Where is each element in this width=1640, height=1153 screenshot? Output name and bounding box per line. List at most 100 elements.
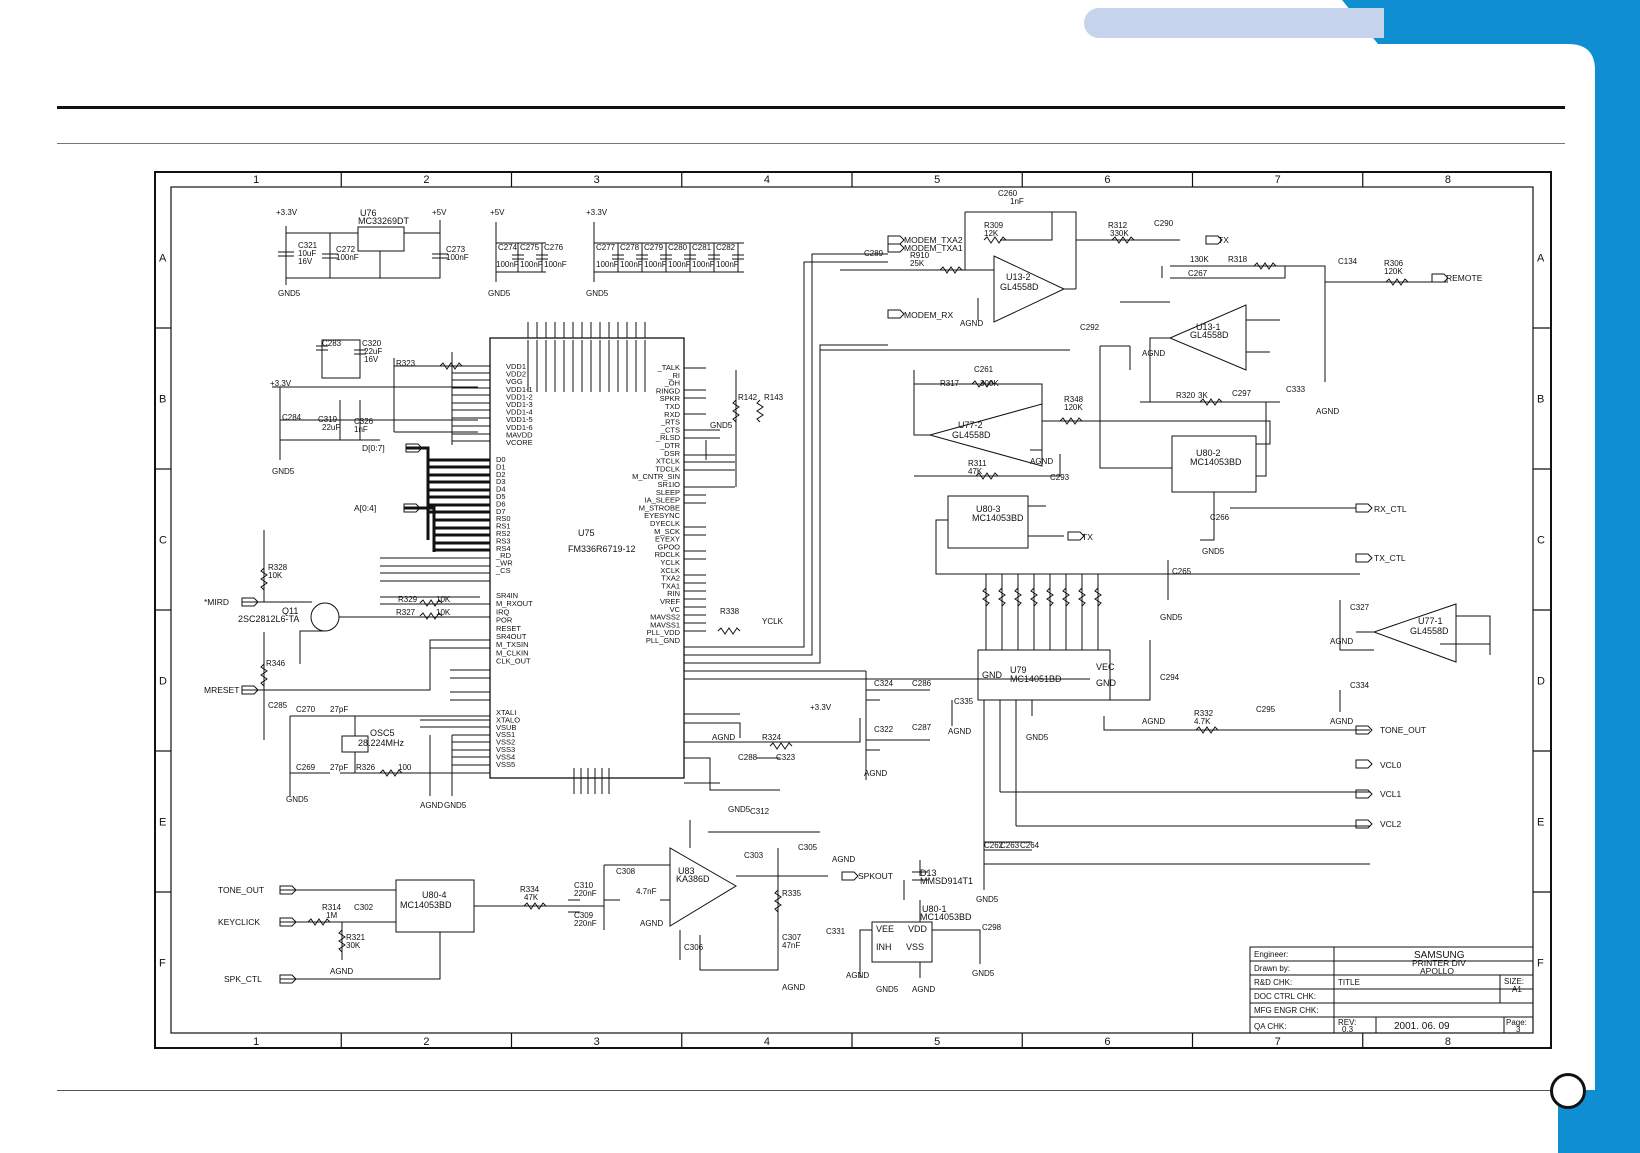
resistor (379, 769, 403, 777)
c310-value: 220nF (574, 889, 597, 898)
r910-label: R910 (910, 251, 930, 260)
c326-label: C326 (354, 417, 374, 426)
u75-pin-name: D1 (496, 462, 506, 471)
c319-value: 22uF (322, 423, 340, 432)
u75-pin-name: DYECLK (650, 519, 680, 528)
port-flag (1355, 503, 1373, 513)
port-flag (841, 871, 859, 881)
port-rx-ctl: RX_CTL (1374, 504, 1407, 514)
header-divider (57, 143, 1565, 144)
c286-label: C286 (912, 679, 932, 688)
u76-part: MC33269DT (358, 216, 410, 226)
u75-pin-name: RS3 (496, 536, 511, 545)
u75-pin-name: RINGD (656, 386, 681, 395)
port-modem-txa2: MODEM_TXA2 (904, 235, 963, 245)
port-spkout: SPKOUT (858, 871, 893, 881)
u79-vec: VEC (1096, 662, 1115, 672)
r309-value: 12K (984, 229, 999, 238)
agnd-label: AGND (712, 733, 735, 742)
u75-pin-name: VREF (660, 597, 680, 606)
c308-label: C308 (616, 867, 636, 876)
tb-page-label: Page: (1506, 1018, 1527, 1027)
v33-label: +3.3V (276, 208, 298, 217)
tb-date: 2001. 06. 09 (1394, 1021, 1450, 1032)
u75-pin-name: D4 (496, 485, 506, 494)
resistor (717, 627, 741, 635)
port-flag (1355, 725, 1373, 735)
resistor (975, 472, 999, 480)
r326-label: R326 (356, 763, 376, 772)
r318-label: R318 (1228, 255, 1248, 264)
frame-row-label: E (159, 817, 166, 829)
agnd-label: AGND (832, 855, 855, 864)
r335-label: R335 (782, 889, 802, 898)
r348-label: R348 (1064, 395, 1084, 404)
r311-label: R311 (968, 459, 987, 468)
r312-label: R312 (1108, 221, 1128, 230)
frame-row-label: B (1537, 394, 1544, 406)
tb-rev-label: REV: (1338, 1018, 1356, 1027)
r306-label: R306 (1384, 259, 1404, 268)
port-flag (279, 974, 297, 984)
page-number-badge (1550, 1073, 1586, 1109)
u75-pin-name: RDCLK (655, 550, 680, 559)
u80-2-label: U80-2 (1196, 448, 1221, 458)
c262-label: C262 (984, 841, 1004, 850)
c280-label: C280 (668, 243, 688, 252)
r910-value: 25K (910, 259, 925, 268)
u75-pin-name: RS2 (496, 529, 511, 538)
tb-mfg: MFG ENGR CHK: (1254, 1006, 1318, 1015)
u75-pin-name: M_TXSIN (496, 640, 529, 649)
r334-value: 47K (524, 893, 539, 902)
c293-label: C293 (1050, 473, 1070, 482)
cap-value: 100nF (520, 260, 543, 269)
c320-value: 22uF (364, 347, 382, 356)
c309-value: 220nF (574, 919, 597, 928)
c273-value: 100nF (446, 253, 469, 262)
u75-pin-name: DSR (664, 449, 680, 458)
port-flag (887, 309, 905, 319)
c333-label: C333 (1286, 385, 1306, 394)
c324-label: C324 (874, 679, 894, 688)
c323-label: C323 (776, 753, 796, 762)
agnd-label: AGND (864, 769, 887, 778)
osc-freq: 28.224MHz (358, 738, 405, 748)
c303-label: C303 (744, 851, 764, 860)
frame-row-label: A (159, 253, 167, 265)
u75-pin-name: YCLK (660, 558, 680, 567)
resistor (939, 266, 963, 274)
u75-pin-name: CLK_OUT (496, 657, 531, 666)
cap-value: 100nF (496, 260, 519, 269)
c273-label: C273 (446, 245, 466, 254)
c267-label: C267 (1188, 269, 1208, 278)
tb-size-label: SIZE: (1504, 977, 1524, 986)
u75-pin-name: VDD1-4 (506, 408, 533, 417)
c335-label: C335 (954, 697, 974, 706)
c308-value: 4.7nF (636, 887, 657, 896)
u75-pin-name: XTALO (496, 715, 520, 724)
tb-division: PRINTER DIV (1412, 958, 1466, 968)
u75-pin-name: D5 (496, 492, 506, 501)
c270-value: 27pF (330, 705, 348, 714)
resistor (1046, 587, 1054, 607)
c334-label: C334 (1350, 681, 1370, 690)
u75-pin-name: VC (670, 605, 681, 614)
u79-part: MC14051BD (1010, 674, 1062, 684)
c319-label: C319 (318, 415, 338, 424)
port-modem-rx: MODEM_RX (904, 310, 953, 320)
r323-label: R323 (396, 359, 416, 368)
vdd-label: VDD (908, 924, 928, 934)
frame-column-label: 1 (253, 174, 259, 186)
u75-pin-name: IA_SLEEP (645, 496, 680, 505)
c307-label: C307 (782, 933, 802, 942)
c288-label: C288 (738, 753, 758, 762)
resistor (260, 567, 268, 591)
c321-rating: 16V (298, 257, 313, 266)
u75-pin-name: VGG (506, 377, 523, 386)
c295-label: C295 (1256, 705, 1276, 714)
resistor (998, 587, 1006, 607)
gnd5-label: GND5 (286, 795, 309, 804)
u75-pin-name: RESET (496, 624, 521, 633)
c289-label: C289 (864, 249, 884, 258)
